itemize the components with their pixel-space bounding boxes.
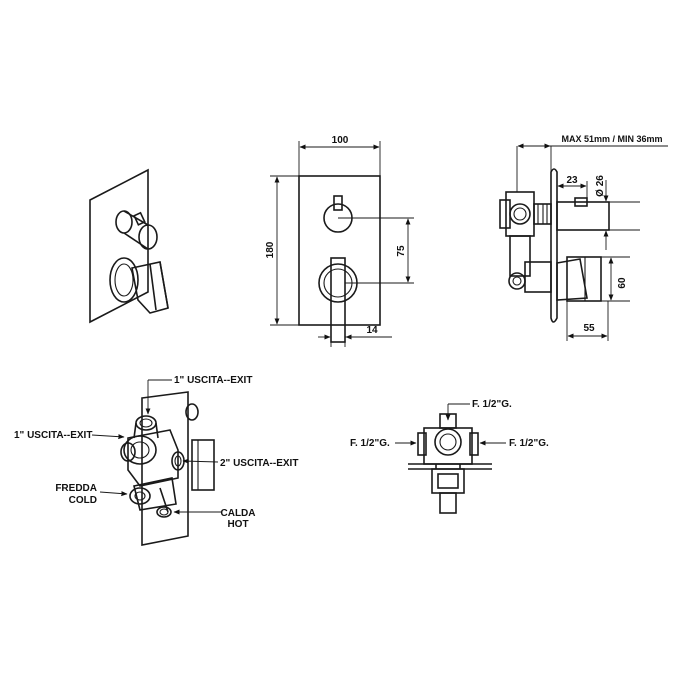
valve-callouts: 1" USCITA--EXIT 1" USCITA--EXIT 2" USCIT…: [14, 375, 298, 530]
label-cold-en: COLD: [69, 495, 97, 506]
lower-handle-lever: [330, 257, 346, 343]
perspective-view: [89, 168, 169, 324]
dim-handle-depth: 55: [583, 323, 595, 334]
lower-handle-side: [556, 258, 588, 301]
dim-knob-depth: 23: [566, 175, 578, 186]
label-thread-left: F. 1/2"G.: [350, 438, 390, 449]
front-plate: [298, 175, 381, 326]
valve-front-body: [423, 427, 473, 465]
diverter-knob: [115, 210, 158, 250]
front-view: 100 180 75 14: [265, 135, 414, 347]
dim-spacing: 75: [396, 245, 407, 257]
label-thread-top: F. 1/2"G.: [472, 399, 512, 410]
label-hot-it: CALDA: [221, 508, 256, 519]
dim-height: 180: [265, 241, 276, 258]
valve-front-view: [408, 413, 492, 514]
label-cold-it: FREDDA: [55, 483, 97, 494]
label-exit-left: 1" USCITA--EXIT: [14, 430, 92, 441]
knob-lever: [333, 195, 343, 211]
valve-perspective-view: [120, 391, 215, 546]
dim-handle-height: 60: [617, 277, 628, 289]
valve-main-body: [127, 429, 179, 487]
label-exit-top: 1" USCITA--EXIT: [174, 375, 252, 386]
label-hot-en: HOT: [227, 519, 248, 530]
dim-width: 100: [332, 135, 349, 146]
side-view: MAX 51mm / MIN 36mm 23 Ø 26: [499, 134, 668, 341]
side-plate: [550, 168, 558, 323]
label-exit-right: 2" USCITA--EXIT: [220, 458, 298, 469]
wall-plate: [89, 168, 149, 324]
upper-knob-side: [556, 201, 610, 231]
label-thread-right: F. 1/2"G.: [509, 438, 549, 449]
dim-knob-diameter: Ø 26: [595, 175, 606, 197]
dim-lever-width: 14: [366, 325, 378, 336]
dim-depth-range: MAX 51mm / MIN 36mm: [561, 134, 662, 144]
thermostatic-handle: [109, 257, 169, 314]
valve-mounting-plate: [141, 391, 189, 546]
thread-callouts: F. 1/2"G. F. 1/2"G. F. 1/2"G.: [350, 399, 549, 449]
